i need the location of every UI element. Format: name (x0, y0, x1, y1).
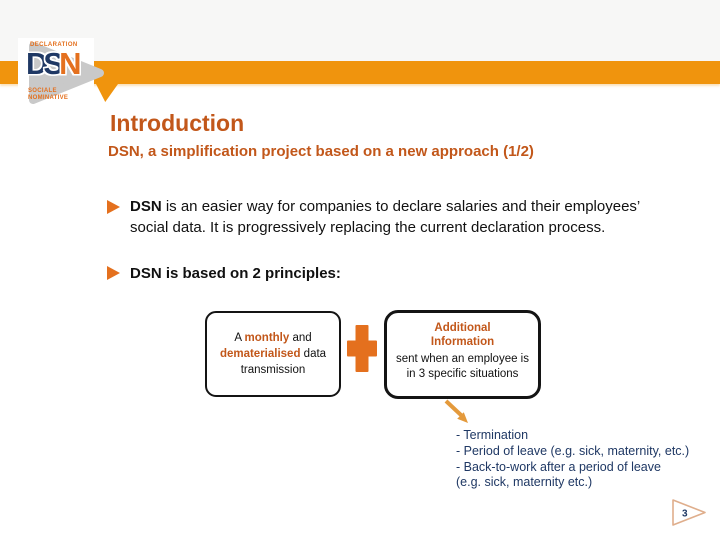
text-segment: and (289, 332, 312, 344)
text-segment: A (234, 332, 245, 344)
text-segment: DSN (130, 198, 162, 215)
play-triangle-icon (29, 42, 104, 104)
text-segment: data transmission (240, 348, 327, 376)
dsn-logo: DSN (26, 46, 82, 81)
logo-letter: S (43, 46, 64, 81)
page-number: 3 (682, 509, 688, 520)
principle-box-additional-title: Additional Information (430, 322, 495, 348)
bullet-triangle-icon (107, 200, 120, 214)
logo-letter: D (26, 46, 49, 81)
arrow-down-right-icon (444, 399, 468, 423)
logo-top-text: DECLARATION (30, 42, 78, 48)
principle-box-additional-body: sent when an employee is in 3 specific s… (396, 353, 529, 380)
situations-list: - Termination- Period of leave (e.g. sic… (456, 428, 689, 491)
list-item: - Back-to-work after a period of leave (456, 459, 661, 474)
list-item: - Period of leave (e.g. sick, maternity,… (456, 443, 690, 458)
bullet-text: DSN is based on 2 principles: (130, 263, 678, 284)
logo-letter: N (59, 46, 82, 81)
bullet-triangle-icon (107, 266, 120, 280)
text-segment: monthly (244, 332, 290, 344)
principle-box-monthly: A monthly and dematerialised data transm… (205, 311, 341, 397)
page-subtitle: DSN, a simplification project based on a… (108, 143, 534, 160)
text-segment: DSN is based on 2 principles: (130, 265, 341, 282)
text-segment: is an easier way for companies to declar… (130, 198, 640, 236)
principle-box-additional: Additional Information sent when an empl… (384, 310, 541, 399)
bullet-text: DSN is an easier way for companies to de… (130, 196, 678, 238)
header-bar (0, 61, 720, 84)
page-title: Introduction (110, 110, 245, 136)
logo-bottom-text-1: SOCIALE (28, 88, 57, 94)
list-item: (e.g. sick, maternity etc.) (456, 475, 593, 490)
top-strip (0, 0, 720, 61)
page-marker-triangle-icon: 3 (672, 499, 706, 526)
plus-icon (347, 325, 377, 372)
text-segment: dematerialised (219, 348, 301, 360)
logo-bottom-text-2: NOMINATIVE (28, 95, 69, 101)
principle-box-monthly-text: A monthly and dematerialised data transm… (217, 330, 329, 378)
list-item: - Termination (456, 428, 529, 442)
